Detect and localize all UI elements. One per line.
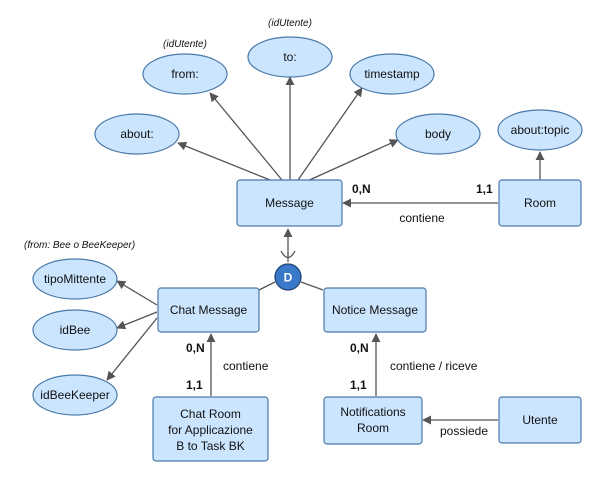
entity-notifications-room: Notifications Room <box>323 396 423 445</box>
rel-utente-label: possiede <box>440 424 488 438</box>
attr-id-bee-keeper-label: idBeeKeeper <box>40 388 109 402</box>
entity-notice-message: Notice Message <box>323 287 427 333</box>
specialization-symbol: D <box>284 271 293 285</box>
card-notice-top: 0,N <box>350 341 369 355</box>
entities: Message Room Chat Message Notice Message… <box>152 179 582 462</box>
attributes: from: to: timestamp about: body about:to… <box>32 36 583 416</box>
card-notice-bottom: 1,1 <box>350 378 367 392</box>
attr-about-topic: about:topic <box>497 109 583 151</box>
attr-body-label: body <box>425 127 451 141</box>
relationship-labels: 0,N 1,1 contiene 0,N 1,1 contiene 0,N 1,… <box>186 182 493 438</box>
attr-to: to: <box>247 36 333 78</box>
edge-chat-tipomittente <box>116 280 158 306</box>
attr-id-bee-keeper: idBeeKeeper <box>32 374 118 416</box>
entity-chat-room-line-1: Chat Room <box>180 407 241 421</box>
entity-notifications-room-line-2: Room <box>357 421 389 435</box>
entity-room-label: Room <box>524 196 556 210</box>
attr-timestamp: timestamp <box>349 53 435 95</box>
edge-chat-idbee <box>116 311 158 330</box>
attr-id-bee-label: idBee <box>60 323 91 337</box>
specialization-disjoint: D <box>274 263 302 291</box>
entity-message-label: Message <box>265 196 314 210</box>
edge-d-chat <box>258 281 276 291</box>
entity-chat-message: Chat Message <box>157 287 260 333</box>
edge-message-body <box>304 139 399 183</box>
union-symbol <box>280 250 296 259</box>
note-to: (idUtente) <box>268 18 312 29</box>
note-chat-sender: (from: Bee o BeeKeeper) <box>24 240 135 251</box>
note-from: (idUtente) <box>163 39 207 50</box>
rel-notice-label: contiene / riceve <box>390 359 478 373</box>
attr-about-label: about: <box>120 127 153 141</box>
entity-utente: Utente <box>498 396 582 444</box>
card-chat-top: 0,N <box>186 341 205 355</box>
attr-about: about: <box>94 113 180 155</box>
card-chat-bottom: 1,1 <box>186 378 203 392</box>
entity-chat-room: Chat Room for Applicazione B to Task BK <box>152 396 269 462</box>
attr-body: body <box>395 113 481 155</box>
entity-chat-room-line-2: for Applicazione <box>168 423 253 437</box>
attr-about-topic-label: about:topic <box>511 123 570 137</box>
rel-chat-label: contiene <box>223 359 269 373</box>
entity-notice-message-label: Notice Message <box>332 303 418 317</box>
edge-message-about <box>177 141 276 183</box>
edge-chat-idbeekeeper <box>106 317 158 381</box>
attr-from: from: <box>142 53 228 95</box>
rel-message-room-label: contiene <box>399 211 445 225</box>
entity-room: Room <box>498 179 582 227</box>
entity-chat-room-line-3: B to Task BK <box>176 439 244 453</box>
attr-from-label: from: <box>171 67 198 81</box>
notes: (idUtente) (idUtente) (from: Bee o BeeKe… <box>24 18 312 251</box>
entity-notifications-room-line-1: Notifications <box>340 405 405 419</box>
attr-tipo-mittente: tipoMittente <box>32 258 118 300</box>
edge-d-notice <box>300 281 324 291</box>
edge-message-timestamp <box>297 87 363 181</box>
card-message-room-message: 0,N <box>352 182 371 196</box>
attr-id-bee: idBee <box>32 309 118 351</box>
entity-message: Message <box>236 179 343 227</box>
attr-tipo-mittente-label: tipoMittente <box>44 272 106 286</box>
attr-to-label: to: <box>283 50 296 64</box>
attr-timestamp-label: timestamp <box>364 67 420 81</box>
card-message-room-room: 1,1 <box>476 182 493 196</box>
entity-chat-message-label: Chat Message <box>170 303 248 317</box>
edges <box>106 76 545 425</box>
edge-message-from <box>209 92 283 181</box>
entity-utente-label: Utente <box>522 413 558 427</box>
